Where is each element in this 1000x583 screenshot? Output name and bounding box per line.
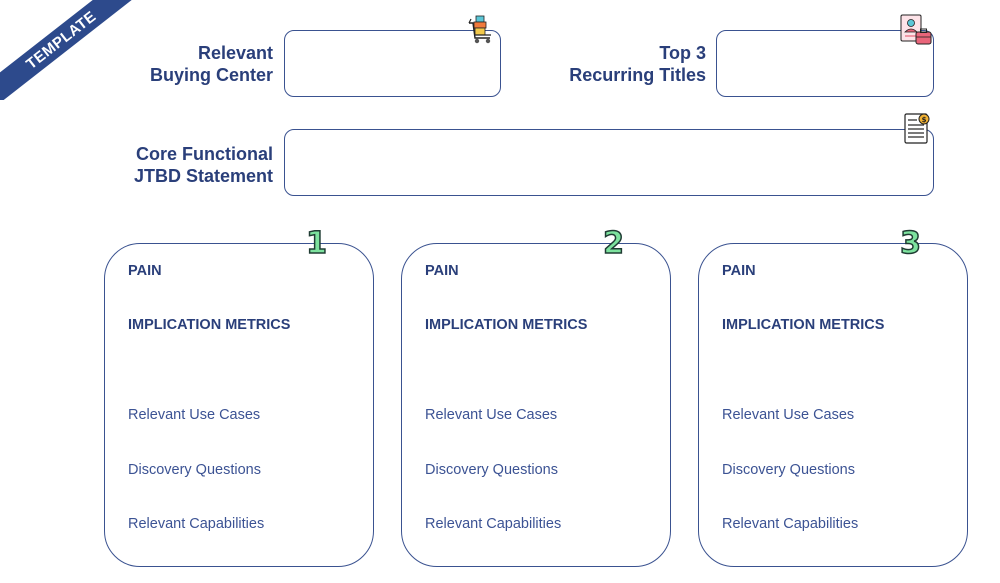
discovery-questions-label: Discovery Questions — [425, 462, 558, 478]
recurring-titles-label: Top 3 Recurring Titles — [540, 42, 706, 86]
pain-card-2: 2 PAIN IMPLICATION METRICS Relevant Use … — [401, 227, 671, 567]
jtbd-label: Core Functional JTBD Statement — [110, 143, 273, 187]
pain-card-1: 1 PAIN IMPLICATION METRICS Relevant Use … — [104, 227, 374, 567]
pain-heading: PAIN — [128, 263, 162, 279]
card-number-1: 1 — [305, 226, 327, 261]
resume-briefcase-icon — [900, 14, 932, 45]
jtbd-label-line2: JTBD Statement — [133, 166, 273, 186]
implication-metrics-heading: IMPLICATION METRICS — [425, 317, 588, 333]
relevant-capabilities-label: Relevant Capabilities — [128, 516, 265, 532]
jtbd-label-line1: Core Functional — [135, 144, 273, 164]
relevant-use-cases-label: Relevant Use Cases — [425, 407, 558, 423]
discovery-questions-label: Discovery Questions — [128, 462, 261, 478]
relevant-use-cases-label: Relevant Use Cases — [722, 407, 855, 423]
jtbd-field[interactable] — [284, 129, 934, 196]
buying-center-label: Relevant Buying Center — [110, 42, 273, 86]
recurring-titles-label-line2: Recurring Titles — [569, 65, 706, 85]
recurring-titles-label-line1: Top 3 — [659, 43, 706, 63]
pain-card-3: 3 PAIN IMPLICATION METRICS Relevant Use … — [698, 227, 968, 567]
card-number-3: 3 — [899, 226, 921, 261]
svg-text:$: $ — [922, 116, 927, 124]
discovery-questions-label: Discovery Questions — [722, 462, 855, 478]
pain-heading: PAIN — [722, 263, 756, 279]
implication-metrics-heading: IMPLICATION METRICS — [722, 317, 885, 333]
buying-center-label-line1: Relevant — [197, 43, 273, 63]
relevant-use-cases-label: Relevant Use Cases — [128, 407, 261, 423]
pain-heading: PAIN — [425, 263, 459, 279]
shopping-cart-icon — [468, 15, 491, 44]
buying-center-field[interactable] — [284, 30, 501, 97]
buying-center-label-line2: Buying Center — [149, 65, 273, 85]
recurring-titles-field[interactable] — [716, 30, 934, 97]
implication-metrics-heading: IMPLICATION METRICS — [128, 317, 291, 333]
relevant-capabilities-label: Relevant Capabilities — [425, 516, 562, 532]
card-number-2: 2 — [602, 226, 624, 261]
invoice-document-icon: $ — [904, 113, 930, 144]
relevant-capabilities-label: Relevant Capabilities — [722, 516, 859, 532]
